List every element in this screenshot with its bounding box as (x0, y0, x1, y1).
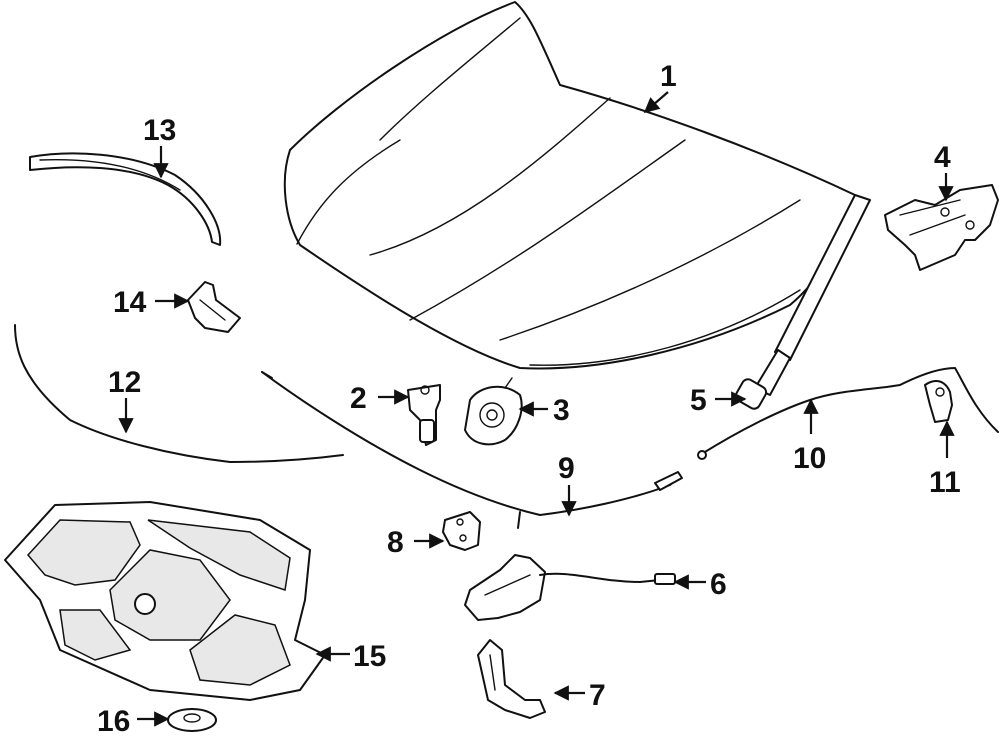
callout-8: 8 (387, 526, 404, 559)
cable-clip (924, 379, 953, 423)
safety-catch (442, 511, 481, 551)
callout-16: 16 (97, 705, 130, 738)
callout-7: 7 (589, 679, 606, 712)
callout-1: 1 (660, 60, 677, 93)
callout-4: 4 (934, 141, 951, 174)
callout-labels: 1 2 3 4 5 6 7 8 9 10 11 12 13 14 15 16 (97, 60, 961, 738)
latch-support (407, 384, 441, 446)
latch-cover (477, 639, 546, 719)
callout-14: 14 (113, 286, 147, 319)
callout-11: 11 (929, 466, 961, 499)
latch-rotor (464, 377, 523, 446)
bracket-14 (187, 281, 241, 333)
hood-hinge (884, 184, 999, 271)
callout-10: 10 (793, 442, 826, 475)
callout-2: 2 (350, 382, 367, 415)
hood-latch (464, 554, 676, 621)
callout-13: 13 (143, 114, 176, 147)
callout-9: 9 (558, 452, 575, 485)
leader-lines (118, 91, 955, 727)
callout-5: 5 (690, 384, 707, 417)
retainer-clip (167, 708, 217, 732)
release-cable (261, 371, 683, 529)
hood-insulator (4, 501, 326, 701)
callout-3: 3 (553, 394, 570, 427)
callout-15: 15 (353, 640, 386, 673)
callout-12: 12 (108, 366, 141, 399)
hood-seal-upper (29, 152, 222, 246)
callout-6: 6 (710, 568, 727, 601)
hood-panel (283, 1, 856, 370)
secondary-cable (697, 367, 999, 460)
hood-seal-lower (14, 324, 344, 463)
